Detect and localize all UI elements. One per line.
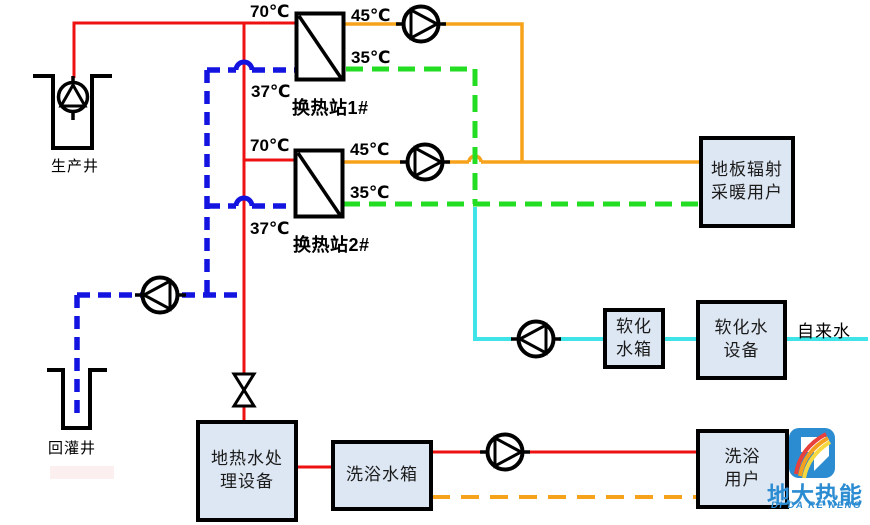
pipe-geothermal-return xyxy=(74,67,296,414)
temp-hx1-return: 35℃ xyxy=(351,48,391,67)
hx1-label: 换热站1# xyxy=(292,98,369,118)
temp-hx2-supply: 70℃ xyxy=(250,136,290,155)
softened-water-tank-line2: 水箱 xyxy=(616,339,652,359)
floor-heating-users-line2: 采暖用户 xyxy=(711,183,783,202)
pipe-hops-blue xyxy=(233,59,255,207)
pipe-heating-return xyxy=(343,66,701,207)
valve-icon xyxy=(231,372,257,408)
company-logo-romanized: DI DA RE NENG xyxy=(771,500,862,511)
geothermal-treatment-line2: 理设备 xyxy=(220,472,274,491)
temp-hx2-outlet: 45℃ xyxy=(350,140,390,159)
floor-heating-users-box: 地板辐射 采暖用户 xyxy=(699,136,795,228)
geothermal-treatment-box: 地热水处 理设备 xyxy=(196,420,298,522)
floor-heating-users-line1: 地板辐射 xyxy=(711,160,783,180)
bath-users-box: 洗浴 用户 xyxy=(696,429,789,509)
bath-water-tank-line1: 洗浴水箱 xyxy=(346,465,418,485)
pump-softened-water-icon xyxy=(511,319,561,359)
reinjection-well xyxy=(47,368,107,430)
pipe-hot-geothermal xyxy=(72,21,698,469)
highlight-artifact xyxy=(50,466,114,479)
production-well-label: 生产井 xyxy=(51,158,100,175)
temp-hx2-return: 35℃ xyxy=(350,183,390,202)
temp-hx1-supply: 70℃ xyxy=(250,2,290,21)
heat-exchanger-2 xyxy=(293,148,345,219)
water-softener-line2: 设备 xyxy=(723,341,760,360)
geothermal-treatment-line1: 地热水处 xyxy=(211,449,283,469)
pump-hx2-icon xyxy=(400,142,450,182)
bath-water-tank-box: 洗浴水箱 xyxy=(331,440,433,511)
tap-water-label: 自来水 xyxy=(797,322,851,341)
pump-hx1-icon xyxy=(396,4,446,44)
reinjection-well-label: 回灌井 xyxy=(48,440,97,457)
bath-users-line1: 洗浴 xyxy=(724,447,761,467)
pump-reinjection-icon xyxy=(135,275,186,315)
pump-production-well-icon xyxy=(56,76,90,120)
temp-hx1-outlet: 45℃ xyxy=(351,6,391,25)
heat-exchanger-1 xyxy=(294,11,346,82)
company-logo-icon xyxy=(789,428,835,479)
temp-hx1-back: 37℃ xyxy=(251,82,291,101)
softened-water-tank-box: 软化 水箱 xyxy=(603,308,665,369)
water-softener-box: 软化水 设备 xyxy=(696,300,787,380)
softened-water-tank-line1: 软化 xyxy=(616,316,652,336)
pump-bath-icon xyxy=(480,432,530,472)
hx2-label: 换热站2# xyxy=(293,235,370,255)
temp-hx2-back: 37℃ xyxy=(250,219,290,238)
water-softener-line1: 软化水 xyxy=(714,318,769,338)
pipe-heating-supply xyxy=(342,22,701,164)
company-logo-name: 地大热能 xyxy=(767,482,863,508)
bath-users-line2: 用户 xyxy=(724,470,761,489)
pipe-softened-water xyxy=(473,207,868,341)
production-well xyxy=(33,74,112,150)
